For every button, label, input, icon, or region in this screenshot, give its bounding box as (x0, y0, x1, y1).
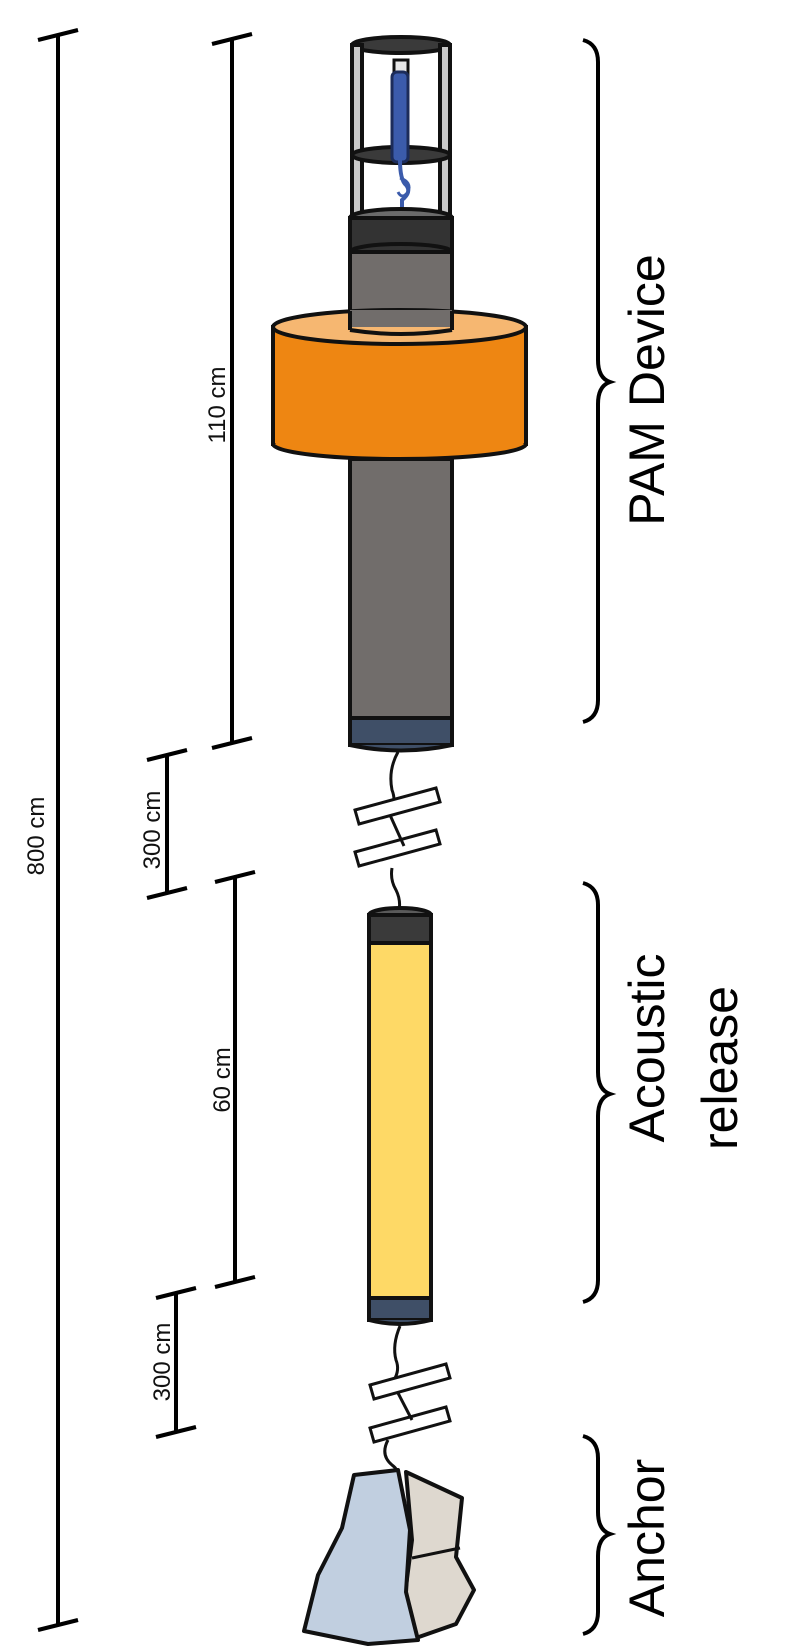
rope-break-symbol (353, 786, 442, 868)
anchor-block (302, 1468, 476, 1646)
anchor-front-face (302, 1468, 420, 1646)
pam-device-bracket (582, 38, 617, 724)
release-top-cap (367, 913, 433, 945)
total-length-label: 800 cm (23, 797, 50, 876)
lower-rope (368, 1325, 452, 1487)
acoustic-release-length-label: 60 cm (209, 1047, 236, 1112)
pam-device (271, 35, 528, 753)
orange-float (271, 308, 528, 461)
pam-device-dimension (211, 32, 253, 750)
acoustic-release-label-line2: release (692, 986, 748, 1150)
acoustic-release-label-line1: Acoustic (619, 954, 675, 1143)
release-body (367, 941, 433, 1303)
acoustic-release-dimension (214, 870, 256, 1289)
anchor-label: Anchor (619, 1459, 675, 1617)
anchor-bracket (582, 1434, 617, 1636)
pam-device-length-label: 110 cm (204, 367, 231, 444)
housing-end-cap (348, 716, 454, 753)
total-length-dimension (37, 28, 79, 1632)
pam-device-label: PAM Device (619, 254, 675, 525)
anchor-side-face (402, 1470, 476, 1640)
upper-rope-dimension (146, 748, 188, 900)
acoustic-release (367, 906, 433, 1326)
upper-rope-length-label: 300 cm (139, 791, 166, 870)
lower-rope-dimension (155, 1286, 197, 1439)
release-bottom-cap (367, 1296, 433, 1322)
lower-rope-length-label: 300 cm (149, 1323, 176, 1402)
hydrophone (390, 70, 411, 212)
acoustic-release-bracket (582, 881, 617, 1304)
rope-break-symbol (368, 1362, 452, 1444)
upper-rope (353, 751, 442, 916)
lower-housing (348, 457, 454, 727)
